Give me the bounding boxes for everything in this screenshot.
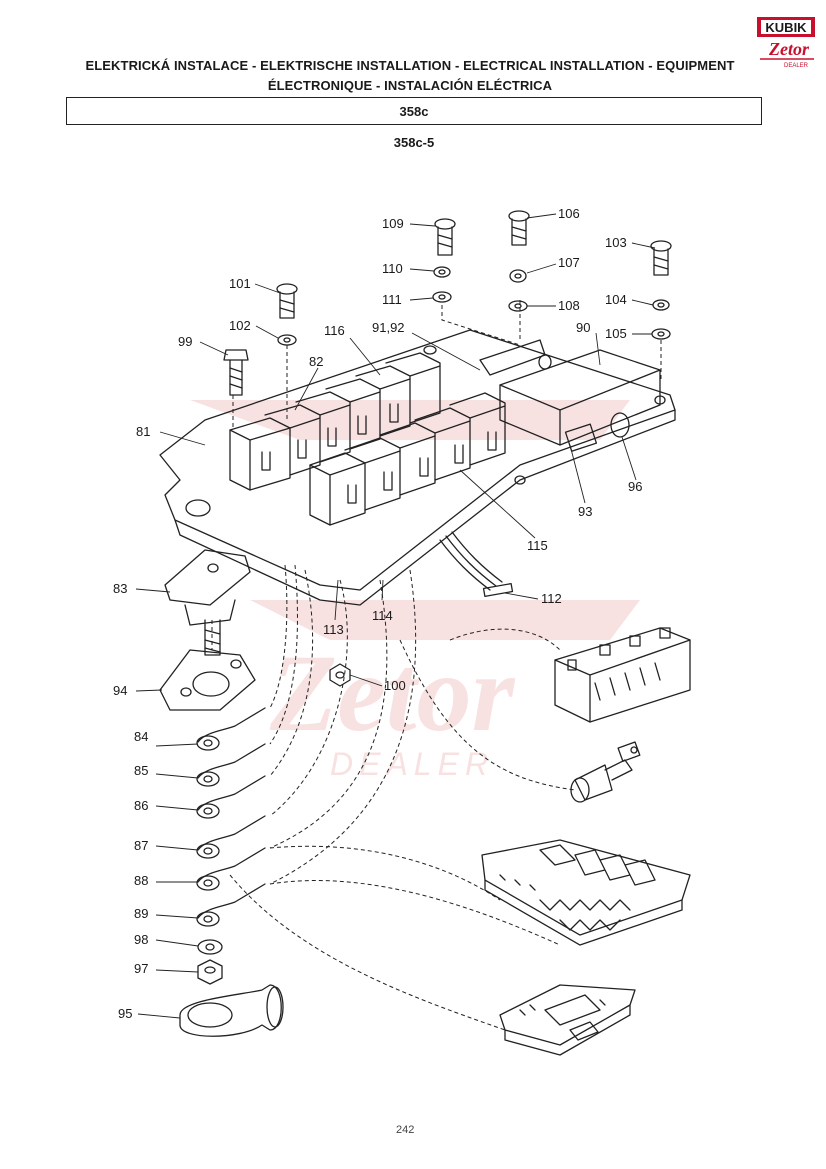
callout-85: 85 <box>134 763 148 778</box>
callout-116: 116 <box>324 323 345 338</box>
page-title-line-1: ELEKTRICKÁ INSTALACE - ELEKTRISCHE INSTA… <box>85 58 735 73</box>
callout-109: 109 <box>382 216 404 231</box>
callout-111: 111 <box>382 292 402 307</box>
callout-97: 97 <box>134 961 148 976</box>
callout-102: 102 <box>229 318 251 333</box>
callout-115: 115 <box>527 538 548 553</box>
bolt-106 <box>508 210 530 246</box>
bolt-101 <box>276 283 298 319</box>
callout-110: 110 <box>382 261 403 276</box>
connector-96 <box>610 412 630 438</box>
callout-107: 107 <box>558 255 580 270</box>
bushing-83 <box>164 549 251 656</box>
callout-96: 96 <box>628 479 642 494</box>
callout-94: 94 <box>113 683 127 698</box>
circuit-board-upper <box>481 839 691 946</box>
page-title-line-2: ÉLECTRONIQUE - INSTALACIÓN ELÉCTRICA <box>267 78 553 93</box>
callout-91-92: 91,92 <box>372 320 405 335</box>
callout-99: 99 <box>178 334 192 349</box>
callout-101: 101 <box>229 276 251 291</box>
callout-113: 113 <box>323 622 344 637</box>
callout-88: 88 <box>134 873 148 888</box>
washer-98 <box>197 939 223 955</box>
watermark: Zetor DEALER <box>190 400 640 782</box>
callout-106: 106 <box>558 206 580 221</box>
bolt-103 <box>650 240 672 276</box>
callout-90: 90 <box>576 320 590 335</box>
callout-104: 104 <box>605 292 627 307</box>
callout-114: 114 <box>372 608 393 623</box>
callout-112: 112 <box>541 591 562 606</box>
callout-100: 100 <box>384 678 406 693</box>
plate-94 <box>159 649 256 711</box>
cable-lugs <box>196 707 266 927</box>
ignition-switch <box>570 741 641 803</box>
callout-82: 82 <box>309 354 323 369</box>
relay-row-back <box>229 352 441 491</box>
callout-81: 81 <box>136 424 150 439</box>
callout-98: 98 <box>134 932 148 947</box>
base-plate <box>159 329 676 591</box>
callout-86: 86 <box>134 798 148 813</box>
nut-100 <box>329 663 351 687</box>
callout-93: 93 <box>578 504 592 519</box>
callout-89: 89 <box>134 906 148 921</box>
svg-text:Zetor: Zetor <box>768 39 810 59</box>
callout-108: 108 <box>558 298 580 313</box>
callout-105: 105 <box>605 326 627 341</box>
page-number: 242 <box>396 1124 415 1136</box>
nut-97 <box>197 959 223 985</box>
section-label: 358c <box>399 104 429 119</box>
circuit-board-lower <box>499 984 636 1056</box>
callout-87: 87 <box>134 838 148 853</box>
callout-103: 103 <box>605 235 627 250</box>
svg-text:DEALER: DEALER <box>330 746 494 782</box>
svg-text:Zetor: Zetor <box>269 632 516 754</box>
bolt-109 <box>434 218 456 256</box>
battery <box>554 627 691 723</box>
section-box <box>66 97 762 125</box>
terminal-cap-95 <box>179 984 284 1037</box>
callout-95: 95 <box>118 1006 132 1021</box>
svg-text:KUBIK: KUBIK <box>765 20 807 35</box>
relay-row-front <box>309 392 506 526</box>
figure-id: 358c-5 <box>393 135 435 150</box>
callout-84: 84 <box>134 729 148 744</box>
callout-83: 83 <box>113 581 127 596</box>
kubik-zetor-logo: KUBIK Zetor DEALER <box>757 17 815 69</box>
svg-text:DEALER: DEALER <box>784 63 809 69</box>
bolt-99 <box>223 349 249 396</box>
